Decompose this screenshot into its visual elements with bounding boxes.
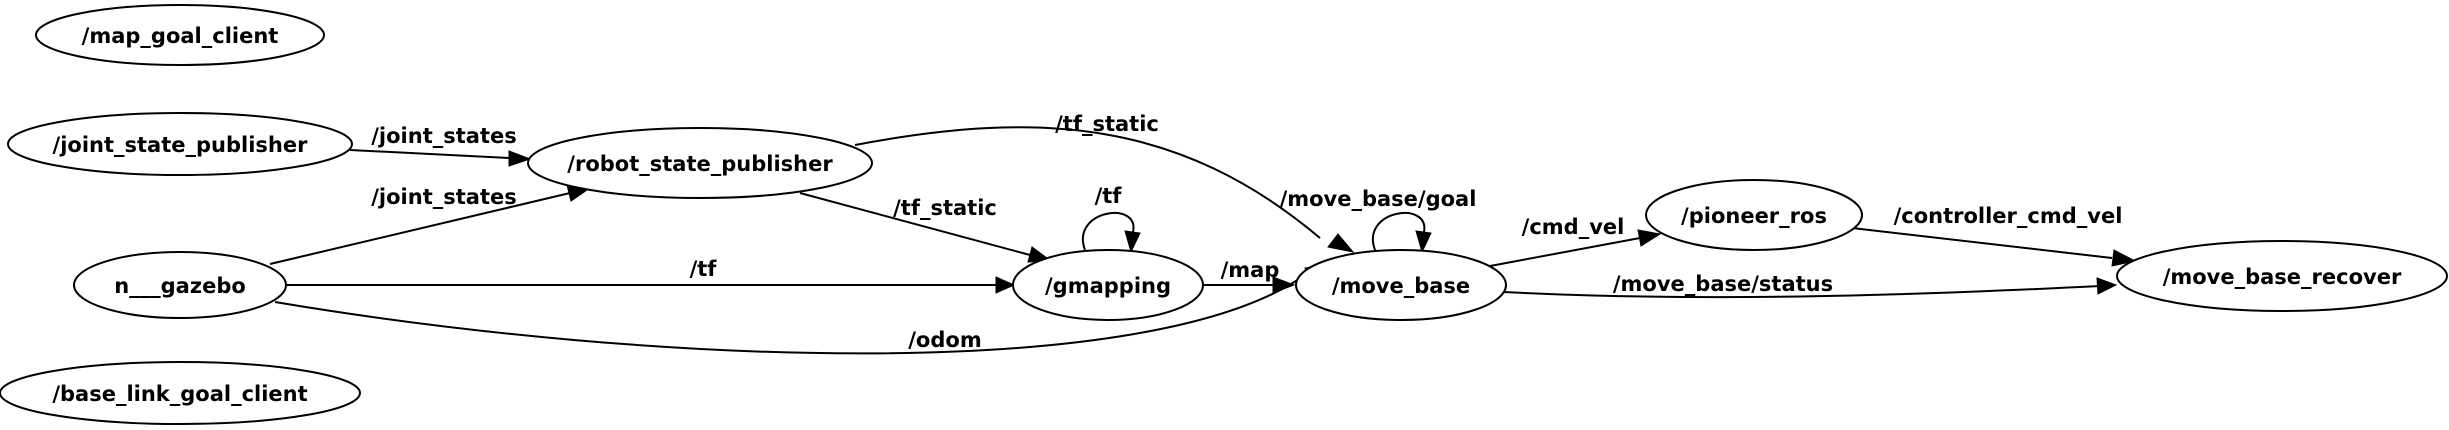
edge-label-tf-static-1: /tf_static [1055, 112, 1159, 136]
node-shape [1012, 249, 1204, 321]
edge-line [1851, 227, 2113, 259]
edges: /joint_states /joint_states /tf_static /… [269, 112, 2137, 355]
edge-map-gmapping-to-move-base: /map [1203, 258, 1296, 294]
node-label: /robot_state_publisher [567, 152, 833, 176]
nodes: /map_goal_client /joint_state_publisher … [0, 4, 2448, 425]
node-label: /map_goal_client [82, 24, 279, 48]
edge-line [274, 274, 1306, 355]
edge-move-base-goal-self-loop: /move_base/goal [1280, 187, 1477, 254]
edge-label-move-base-status: /move_base/status [1613, 272, 1833, 296]
edge-line [1081, 212, 1135, 251]
node-gazebo[interactable]: n___gazebo [73, 251, 287, 319]
edge-line [269, 192, 571, 265]
edge-arrowhead [1415, 230, 1432, 254]
node-move-base[interactable]: /move_base [1295, 249, 1507, 321]
node-joint-state-publisher[interactable]: /joint_state_publisher [7, 112, 353, 176]
edge-joint-states-jsp-to-rsp: /joint_states [349, 124, 532, 167]
edge-label-joint-states-1: /joint_states [371, 124, 516, 148]
node-base-link-goal-client[interactable]: /base_link_goal_client [0, 361, 361, 425]
node-label: /gmapping [1045, 274, 1171, 298]
node-label: /pioneer_ros [1681, 204, 1827, 228]
edge-arrowhead [995, 276, 1016, 294]
edge-move-base-status-to-recover: /move_base/status [1502, 272, 2118, 299]
edge-label-odom: /odom [908, 328, 981, 352]
node-move-base-recover[interactable]: /move_base_recover [2116, 240, 2448, 312]
edge-label-map: /map [1221, 258, 1280, 282]
edge-tf-gazebo-to-gmapping: /tf [287, 257, 1016, 294]
edge-label-controller-cmd-vel: /controller_cmd_vel [1894, 204, 2123, 228]
node-pioneer-ros[interactable]: /pioneer_ros [1645, 179, 1863, 251]
node-shape [35, 4, 325, 66]
node-shape [7, 112, 353, 176]
edge-cmd-vel-move-base-to-pioneer: /cmd_vel [1489, 215, 1662, 267]
node-map-goal-client[interactable]: /map_goal_client [35, 4, 325, 66]
edge-arrowhead [2096, 277, 2118, 295]
edge-line [854, 126, 1321, 239]
edge-label-tf-static-2: /tf_static [893, 196, 997, 220]
node-label: n___gazebo [114, 274, 246, 298]
edge-line [349, 149, 511, 159]
edge-line [799, 192, 1031, 256]
node-shape [1645, 179, 1863, 251]
edge-arrowhead [1327, 233, 1355, 253]
edge-line [1489, 237, 1641, 267]
edge-arrowhead [1124, 230, 1141, 254]
node-shape [1295, 249, 1507, 321]
edge-arrowhead [1637, 229, 1662, 247]
edge-tf-static-rsp-to-gmapping: /tf_static [799, 192, 1053, 263]
node-gmapping[interactable]: /gmapping [1012, 249, 1204, 321]
node-shape [73, 251, 287, 319]
node-label: /base_link_goal_client [52, 382, 307, 406]
node-shape [0, 361, 361, 425]
node-shape [527, 127, 873, 199]
node-label: /joint_state_publisher [53, 133, 309, 157]
edge-label-move-base-goal: /move_base/goal [1280, 187, 1477, 211]
edge-label-cmd-vel: /cmd_vel [1522, 215, 1625, 239]
node-label: /move_base_recover [2163, 265, 2402, 289]
edge-controller-cmd-vel-pioneer-to-recover: /controller_cmd_vel [1851, 204, 2137, 267]
edge-label-tf: /tf [690, 257, 718, 281]
node-shape [2116, 240, 2448, 312]
edge-label-joint-states-2: /joint_states [371, 185, 516, 209]
edge-label-tf-self: /tf [1095, 184, 1123, 208]
edge-tf-static-rsp-to-move-base: /tf_static [854, 112, 1355, 253]
node-label: /move_base [1332, 274, 1470, 298]
node-robot-state-publisher[interactable]: /robot_state_publisher [527, 127, 873, 199]
edge-line [1502, 285, 2101, 299]
edge-tf-gmapping-self-loop: /tf [1081, 184, 1141, 254]
edge-arrowhead [508, 150, 532, 167]
edge-joint-states-gazebo-to-rsp: /joint_states [269, 184, 592, 265]
edge-line [1371, 212, 1426, 251]
